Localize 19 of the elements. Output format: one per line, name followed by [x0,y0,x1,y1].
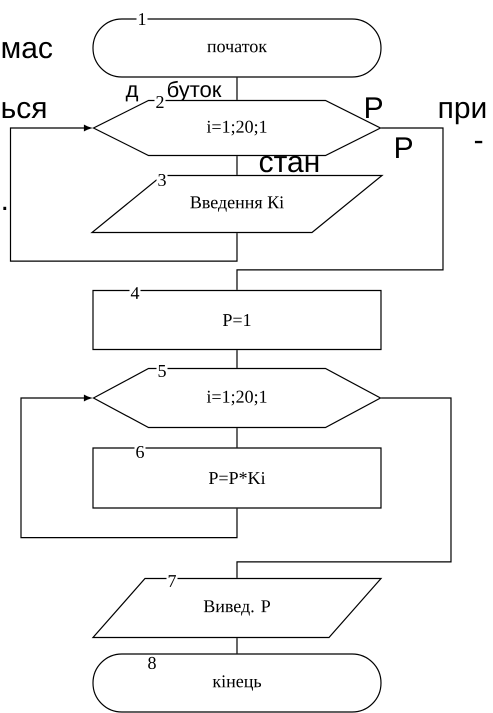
background-text: . [3,206,6,210]
connector-line [236,127,444,290]
background-text: стан [260,156,318,172]
connector-line [236,638,238,654]
connector-line [236,78,238,100]
background-text: - [474,140,482,144]
connector-line [236,428,238,448]
arrow [20,394,238,538]
background-text: мас [2,42,52,58]
connector-line [236,397,452,578]
background-text: Р [396,137,412,158]
background-text: ься [2,102,46,118]
process-box: P=P*Ki 6 [92,444,382,509]
connector-line [236,156,238,175]
background-text: при [440,102,486,124]
background-text: Р [366,97,382,118]
arrow [10,124,238,262]
connector-line [236,350,238,368]
process-box: P=1 4 [92,286,382,350]
